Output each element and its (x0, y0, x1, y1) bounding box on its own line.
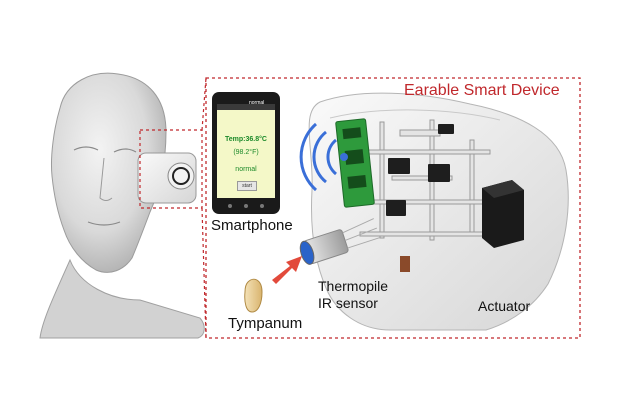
phone-start-button[interactable]: start (237, 181, 257, 191)
pcb-board-icon (335, 118, 375, 208)
head-model-icon (39, 72, 205, 339)
callout-lines (139, 77, 207, 339)
chip-components (386, 124, 454, 272)
earbud-device-icon (137, 152, 197, 204)
smartphone-label: Smartphone (211, 217, 293, 234)
wireless-signal-icon (299, 122, 348, 192)
phone-status-bar: normal (249, 100, 265, 106)
tympanum-icon (244, 278, 263, 313)
actuator-label: Actuator (478, 298, 531, 314)
phone-temperature-c: Temp:36.8°C (225, 136, 267, 143)
diagram-title: Earable Smart Device (404, 82, 560, 99)
actuator-block-icon (482, 180, 524, 248)
thermopile-label-line2: IR sensor (318, 295, 378, 311)
red-arrow-icon (272, 256, 302, 284)
phone-status: normal (235, 166, 257, 173)
device-frame (205, 77, 581, 339)
phone-temperature-f: (98.2°F) (233, 149, 259, 156)
tympanum-label: Tympanum (228, 315, 303, 332)
thermopile-sensor-icon (299, 218, 381, 265)
thermopile-label-line1: Thermopile (318, 278, 389, 294)
